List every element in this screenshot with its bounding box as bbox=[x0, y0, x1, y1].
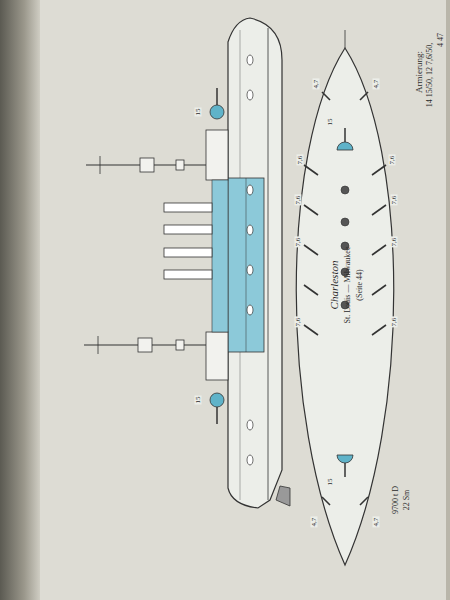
funnel bbox=[164, 203, 212, 212]
gun-barrel bbox=[344, 463, 346, 477]
gun-caliber: 15 bbox=[195, 396, 202, 405]
plan-details bbox=[304, 92, 386, 505]
gun-port bbox=[247, 185, 253, 195]
gun-caliber: 7,6 bbox=[391, 237, 398, 248]
gun-caliber: 7,6 bbox=[391, 317, 398, 328]
funnel-plan bbox=[341, 186, 349, 194]
gun-sponson bbox=[372, 325, 386, 335]
gun-caliber: 7,6 bbox=[295, 195, 302, 206]
gun-port bbox=[247, 90, 253, 100]
armament-heading: Armierung: bbox=[415, 50, 424, 94]
armament-text: 4 47 bbox=[437, 32, 445, 48]
waterline bbox=[268, 28, 269, 500]
aft-bridge bbox=[206, 332, 228, 380]
fighting-top bbox=[140, 158, 154, 172]
gun-turret-plan bbox=[337, 455, 353, 463]
gun-caliber: 7,6 bbox=[391, 195, 398, 206]
armour-line bbox=[246, 178, 247, 352]
funnel bbox=[164, 248, 212, 257]
gun-port bbox=[247, 420, 253, 430]
book-binding bbox=[0, 0, 40, 600]
class-names: St. Louis — Milwaukee bbox=[344, 246, 352, 325]
gun-caliber: 7,6 bbox=[295, 317, 302, 328]
gun-caliber: 7,6 bbox=[297, 155, 304, 166]
page-reference: (Seite 44) bbox=[356, 268, 364, 301]
gun-sponson bbox=[322, 497, 330, 505]
gun-barrel bbox=[216, 407, 218, 424]
gun-sponson bbox=[304, 165, 318, 175]
ship-name: Charleston bbox=[329, 261, 340, 310]
deck-plan-outline bbox=[296, 48, 394, 565]
gun-barrel bbox=[216, 88, 218, 105]
gun-turret bbox=[210, 393, 224, 407]
gun-barrel bbox=[344, 128, 346, 142]
gun-caliber: 7,6 bbox=[295, 237, 302, 248]
gun-caliber: 4,7 bbox=[373, 517, 380, 528]
gun-caliber: 7,6 bbox=[389, 155, 396, 166]
gun-sponson bbox=[304, 205, 318, 215]
speed: 22 Sm bbox=[403, 489, 411, 512]
gun-turret bbox=[210, 105, 224, 119]
gun-sponson bbox=[372, 205, 386, 215]
page-edge bbox=[446, 0, 450, 600]
gun-caliber: 15 bbox=[327, 478, 334, 487]
gun-port bbox=[247, 55, 253, 65]
gun-caliber: 4,7 bbox=[313, 79, 320, 90]
gun-sponson bbox=[372, 245, 386, 255]
displacement: 9700 t D bbox=[392, 485, 400, 515]
gun-sponson bbox=[322, 92, 330, 100]
rudder bbox=[276, 486, 290, 506]
gun-sponson bbox=[372, 165, 386, 175]
gun-sponson bbox=[304, 285, 318, 295]
gun-sponson bbox=[372, 285, 386, 295]
funnel-plan bbox=[341, 218, 349, 226]
gun-sponson bbox=[360, 92, 368, 100]
fighting-top bbox=[176, 340, 184, 350]
funnel bbox=[164, 225, 212, 234]
gun-port bbox=[247, 305, 253, 315]
hull-outline bbox=[228, 18, 282, 508]
armament-text: 14 15/50, 12 7,6/50, bbox=[426, 42, 434, 108]
yard bbox=[98, 336, 99, 354]
gun-caliber: 4,7 bbox=[311, 517, 318, 528]
gun-port bbox=[247, 455, 253, 465]
fighting-top bbox=[138, 338, 152, 352]
yard bbox=[100, 156, 101, 174]
gun-ports bbox=[247, 55, 253, 465]
gun-port bbox=[247, 225, 253, 235]
gun-sponson bbox=[360, 497, 368, 505]
gun-caliber: 15 bbox=[327, 118, 334, 127]
jack-staff bbox=[345, 30, 346, 48]
gun-sponson bbox=[304, 325, 318, 335]
fighting-top bbox=[176, 160, 184, 170]
gun-turret-plan bbox=[337, 142, 353, 150]
funnel bbox=[164, 270, 212, 279]
gun-caliber: 4,7 bbox=[373, 79, 380, 90]
gun-port bbox=[247, 265, 253, 275]
casemate bbox=[212, 180, 228, 332]
armour-belt bbox=[228, 178, 264, 352]
gun-caliber: 15 bbox=[195, 108, 202, 117]
fore-bridge bbox=[206, 130, 228, 180]
gun-sponson bbox=[304, 245, 318, 255]
